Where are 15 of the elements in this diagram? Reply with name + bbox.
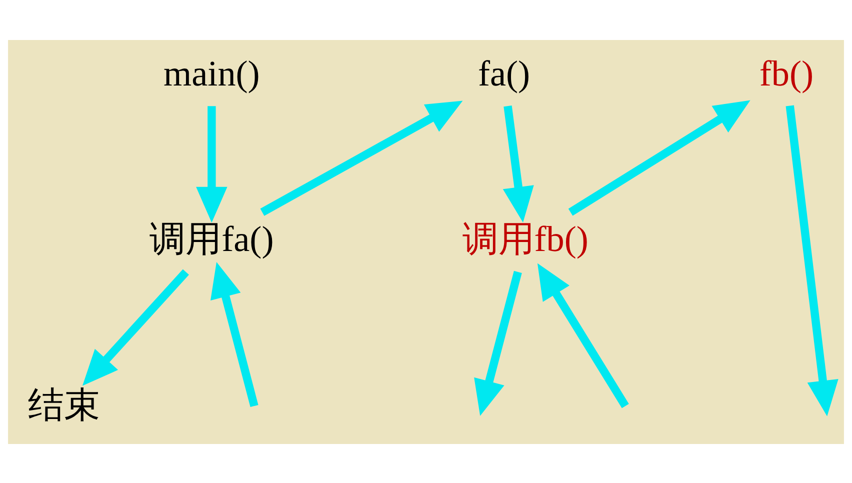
arrow (210, 262, 258, 407)
node-text: 调用fb() (462, 218, 588, 259)
arrow (260, 100, 463, 216)
arrow (474, 270, 522, 416)
arrow (196, 106, 228, 222)
arrow (82, 268, 189, 386)
arrow (568, 100, 750, 216)
arrow (502, 105, 534, 222)
arrow (537, 262, 629, 408)
arrow (786, 104, 838, 416)
node-text: main() (164, 52, 260, 93)
node-text: 调用fa() (150, 218, 274, 259)
node-text: 结束 (28, 384, 100, 425)
node-text: fa() (478, 52, 530, 93)
node-text: fb() (759, 52, 814, 93)
